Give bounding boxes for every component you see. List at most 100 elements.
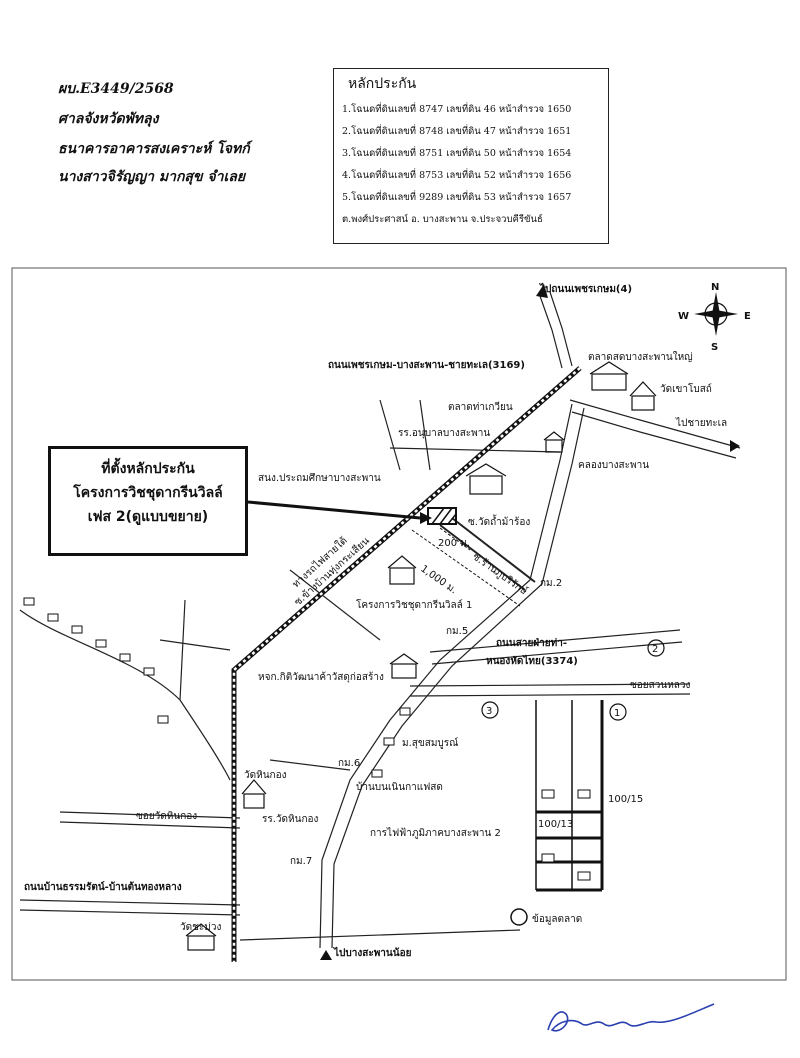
- market-info-circle: [510, 908, 528, 926]
- wat-chamuang-icon: [185, 923, 217, 951]
- defendant: นางสาวจิรัญญา มากสุข จำเลย: [58, 169, 246, 185]
- label-soi-tham: ซ.วัดถ้ำม้าร้อง: [468, 514, 530, 528]
- road-bottom: [239, 929, 521, 941]
- label-to-beach: ไปชายทะเล: [675, 417, 727, 429]
- arrow-south: [320, 950, 332, 960]
- signature: [547, 1003, 715, 1032]
- site-label-line1: ที่ตั้งหลักประกัน: [101, 461, 195, 477]
- map-frame: [11, 267, 787, 981]
- label-kindergarten: รร.อนุบาลบางสะพาน: [398, 428, 490, 439]
- label-soi-ran: ซ.ร้านภูบริรักษ์: [470, 551, 530, 598]
- house: [157, 715, 169, 724]
- label-lot-100-15: 100/15: [608, 794, 643, 805]
- site-marker: [427, 507, 457, 525]
- arrow-beach: [730, 440, 740, 452]
- road-tham-rat: [19, 899, 241, 906]
- house: [577, 789, 591, 799]
- label-to-bang-noi: ไปบางสะพานน้อย: [333, 946, 412, 959]
- label-to-phetkasem: ไปถนนเพชรเกษม(4): [539, 282, 632, 295]
- label-project1: โครงการวิชชุดากรีนวิลล์ 1: [356, 598, 472, 611]
- compass-rose: N S W E: [678, 282, 751, 353]
- house: [541, 853, 555, 863]
- compass-s: S: [711, 342, 718, 353]
- label-edu-office: สนง.ประถมศึกษาบางสะพาน: [258, 472, 381, 484]
- label-talat-tha-kwian: ตลาดท่าเกวียน: [448, 401, 513, 413]
- route-circle-1: [609, 703, 627, 721]
- soi-project-lane: [439, 517, 536, 591]
- dist-200-line: [439, 527, 471, 551]
- label-soi-wat-hin: ซอยวัดหินกอง: [136, 811, 197, 822]
- collateral-item-5: 5.โฉนดที่ดินเลขที่ 9289 เลขที่ดิน 53 หน้…: [342, 192, 572, 203]
- road-tham-rat-2: [19, 909, 241, 916]
- soi-hin-kong-2: [59, 821, 241, 829]
- label-road-3169: ถนนเพชรเกษม-บางสะพาน-ชายทะเล(3169): [328, 360, 525, 371]
- label-km2: กม.2: [540, 578, 562, 589]
- house: [399, 707, 411, 716]
- project1-icon: [387, 555, 417, 585]
- plaintiff: ธนาคารอาคารสงเคราะห์ โจทก์: [58, 141, 250, 157]
- label-road-3374-b: หนองหัดไทย(3374): [486, 654, 578, 667]
- temple-icon: [629, 381, 657, 411]
- landmark-icons: [185, 361, 657, 951]
- compass-n: N: [711, 282, 719, 293]
- label-dist-200: 200 ม.: [438, 538, 470, 549]
- label-construction: หจก.กิติวัฒนาค้าวัสดุก่อสร้าง: [258, 671, 384, 683]
- label-market-big: ตลาดสดบางสะพานใหญ่: [588, 351, 693, 363]
- road-kinder-2: [419, 399, 431, 471]
- label-market-info: ข้อมูลตลาด: [532, 913, 582, 925]
- house: [23, 597, 35, 606]
- label-power-office: การไฟฟ้าภูมิภาคบางสะพาน 2: [370, 827, 501, 839]
- collateral-item-4: 4.โฉนดที่ดินเลขที่ 8753 เลขที่ดิน 52 หน้…: [342, 170, 572, 181]
- railway-line: [231, 366, 582, 962]
- label-cafe: บ้านบนเนินกาแฟสด: [356, 781, 443, 793]
- soi-ban-thung: [289, 569, 381, 641]
- label-road-tham: ถนนบ้านธรรมรัตน์-บ้านต้นทองหลาง: [24, 881, 182, 893]
- soi-suan-luang: [409, 683, 691, 687]
- collateral-item-1: 1.โฉนดที่ดินเลขที่ 8747 เลขที่ดิน 46 หน้…: [342, 104, 572, 115]
- label-circle-2: 2: [652, 644, 658, 655]
- site-label-line2: โครงการวิชชุดากรีนวิลล์: [73, 485, 223, 501]
- wat-hinkong-icon: [241, 779, 267, 809]
- lane-outer: [439, 524, 526, 591]
- collateral-box: หลักประกัน 1.โฉนดที่ดินเลขที่ 8747 เลขที…: [333, 68, 609, 244]
- site-pointer: [247, 500, 432, 524]
- label-km7: กม.7: [290, 856, 312, 867]
- label-dist-1000: 1,000 ม.: [418, 563, 458, 596]
- house: [371, 769, 383, 778]
- house: [47, 613, 59, 622]
- house: [577, 871, 591, 881]
- route-circle-2: [647, 639, 665, 657]
- site-label-box: ที่ตั้งหลักประกัน โครงการวิชชุดากรีนวิลล…: [48, 446, 248, 556]
- case-number: ผบ.E3449/2568: [58, 81, 174, 97]
- label-circle-3: 3: [486, 706, 492, 717]
- label-soi-suan: ซอยสวนหลวง: [630, 680, 691, 691]
- road-north-2: [549, 291, 573, 367]
- road-main-west: [319, 403, 573, 949]
- shop-icon: [389, 653, 419, 679]
- label-m-sukson: ม.สุขสมบูรณ์: [402, 737, 458, 749]
- collateral-item-3: 3.โฉนดที่ดินเลขที่ 8751 เลขที่ดิน 50 หน้…: [342, 148, 572, 159]
- label-wat-khao-bot: วัดเขาโบสถ์: [660, 382, 712, 395]
- road-west: [19, 609, 231, 781]
- road-west-branch: [179, 599, 186, 701]
- kinder-icon: [543, 431, 565, 453]
- label-wat-hin-kong: วัดหินกอง: [244, 770, 287, 781]
- soi-suan-luang-2: [409, 693, 691, 697]
- road-kinder: [379, 399, 401, 471]
- house: [541, 789, 555, 799]
- compass-e: E: [744, 311, 751, 322]
- market-icon: [589, 361, 629, 391]
- soi-hin-kong: [59, 811, 241, 819]
- label-wat-chamuang: วัดชะม่วง: [180, 922, 221, 933]
- road-beach-2: [571, 411, 737, 459]
- road-3374-south: [431, 641, 683, 665]
- lane-inner: [451, 517, 536, 583]
- pointer-line: [247, 500, 421, 520]
- road-km6: [269, 759, 351, 771]
- distance-markers: [411, 527, 521, 607]
- label-lot-100-13: 100/13: [538, 819, 573, 830]
- label-km5: กม.5: [446, 626, 468, 637]
- label-school-hin: รร.วัดหินกอง: [262, 814, 319, 825]
- roads: [19, 291, 741, 949]
